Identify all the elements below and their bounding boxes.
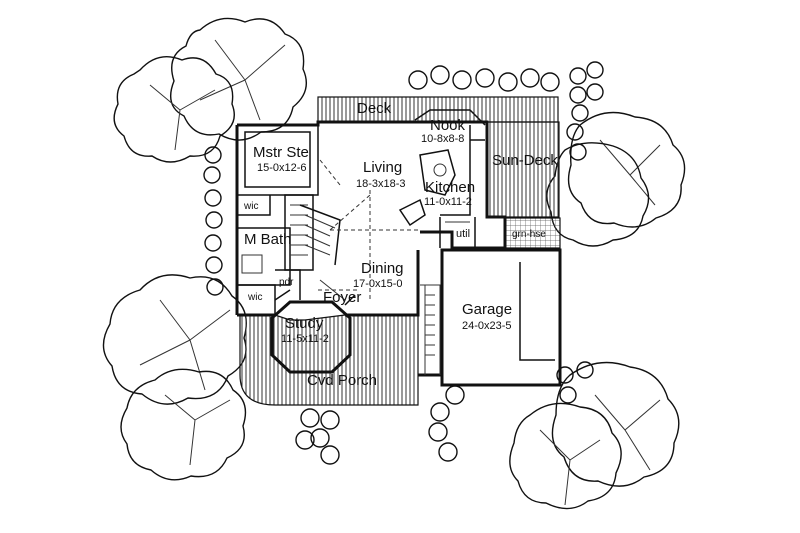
cvd-porch-label: Cvd Porch <box>307 372 377 389</box>
tree-bottom-left-1 <box>102 274 247 405</box>
kitchen-label: Kitchen <box>425 179 475 196</box>
dining-label: Dining <box>361 260 404 277</box>
shrubs-bottom-right <box>556 361 594 404</box>
landscape-trees <box>102 17 686 510</box>
wic-bottom-label: wic <box>247 292 262 303</box>
covered-porch-area <box>239 314 419 406</box>
pdr-label: pdr <box>279 277 294 288</box>
grn-hse-label: grn-hse <box>512 229 546 240</box>
mstr-ste-label: Mstr Ste <box>253 144 309 161</box>
dining-size: 17-0x15-0 <box>353 278 403 290</box>
garage-size: 24-0x23-5 <box>462 320 512 332</box>
tree-right-1 <box>567 111 686 228</box>
tree-bottom-right-2 <box>509 402 622 510</box>
shrubs-bottom <box>295 385 465 465</box>
shrubs-top-right-cluster <box>566 61 604 161</box>
sun-deck-area <box>486 121 560 218</box>
study-size: 11-5x11-2 <box>281 333 329 345</box>
study-label: Study <box>285 315 324 332</box>
sun-deck-label: Sun-Deck <box>492 152 558 169</box>
tree-bottom-left-2 <box>120 368 247 481</box>
garage-label: Garage <box>462 301 512 318</box>
tree-bottom-right-1 <box>551 361 680 487</box>
foyer-label: Foyer <box>323 289 361 306</box>
ceiling-dashed-lines <box>318 159 420 300</box>
living-label: Living <box>363 159 402 176</box>
living-size: 18-3x18-3 <box>356 178 406 190</box>
kitchen-size: 11-0x11-2 <box>424 196 472 208</box>
tree-top-left-1 <box>170 17 307 141</box>
tree-top-left-2 <box>113 56 235 163</box>
util-label: util <box>456 228 470 240</box>
nook-label: Nook <box>430 117 466 134</box>
deck-label: Deck <box>357 100 392 117</box>
interior-walls <box>237 109 555 375</box>
exterior-walls <box>235 120 562 387</box>
nook-size: 10-8x8-8 <box>421 133 464 145</box>
study-walls <box>270 300 352 374</box>
wic-top-label: wic <box>243 201 258 212</box>
tree-right-2 <box>546 142 650 247</box>
shrubs-left <box>203 146 224 296</box>
shrubs-top <box>408 65 560 92</box>
mstr-ste-size: 15-0x12-6 <box>257 162 307 174</box>
m-bath-label: M Bath <box>244 231 292 248</box>
